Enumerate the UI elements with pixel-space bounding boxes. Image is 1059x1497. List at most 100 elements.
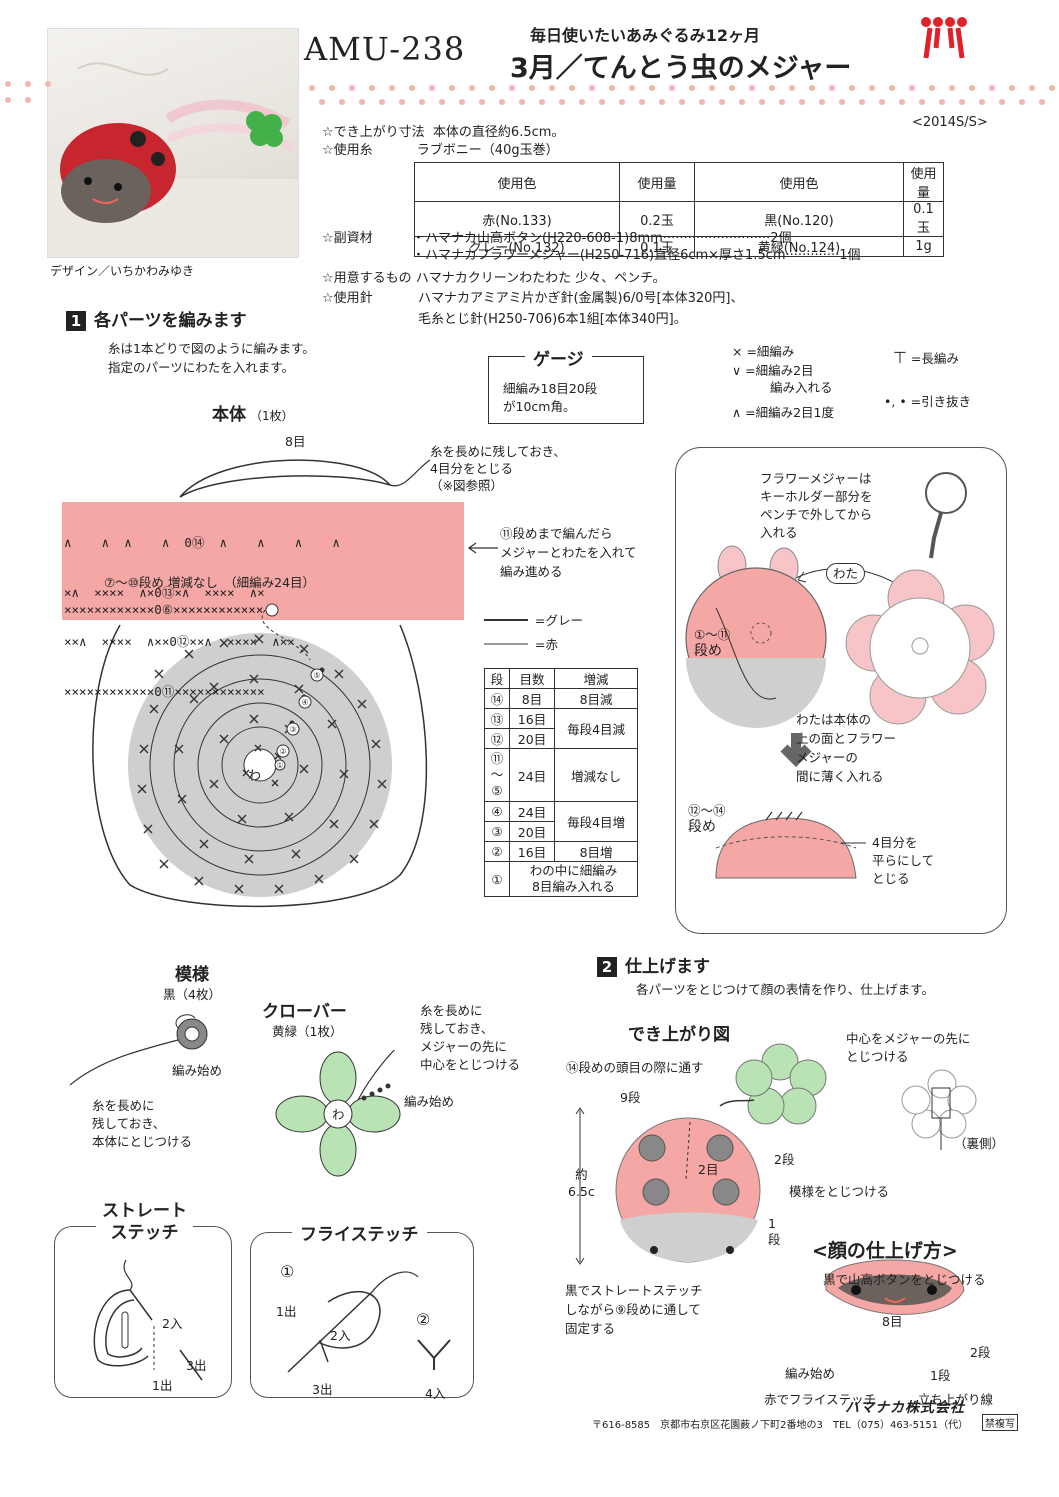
spec-tools-label: ☆用意するもの (322, 271, 412, 286)
stuffing-note: わたは本体の 上の面とフラワー メジャーの 間に薄く入れる (796, 710, 896, 786)
body-count: （1枚） (250, 409, 294, 423)
product-photo (47, 28, 299, 258)
pattern-note-line: 糸を長めに (92, 1098, 155, 1113)
yarn-cell: 0.1玉 (903, 201, 944, 237)
chart-row-14: ∧ ∧ ∧ ∧ 0⑭ ∧ ∧ ∧ ∧ (64, 535, 340, 550)
section-2-number: 2 (597, 957, 617, 977)
fly-out-1: 1出 (276, 1304, 297, 1319)
clover-note-line: 残しておき、 (420, 1021, 494, 1036)
finish-stitch-line: しながら⑨段めに通して (565, 1302, 701, 1317)
stuffing-label: わた (826, 563, 866, 584)
legend-red-line: =赤 (535, 637, 558, 652)
spec-tools-value: ハマナカクリーンわたわた 少々、ペンチ。 (415, 271, 666, 286)
stuffing-note-line: メジャーの (796, 750, 858, 765)
finish-stitch-line: 黒でストレートステッチ (565, 1283, 703, 1298)
table-row: 段目数増減 (484, 668, 638, 689)
close-note-line: 平らにして (872, 853, 935, 868)
balloon-rows2-label: ⑫～⑭ 段め (688, 802, 726, 836)
balloon-rows-line: ①～⑪ (694, 627, 731, 642)
balloon-rows-label: ①～⑪ 段め (694, 626, 730, 660)
fly-in-4: 4入 (425, 1386, 446, 1401)
finish-clover-line: 中心をメジャーの先に (846, 1031, 971, 1046)
straight-stitch-title-line: ストレート (102, 1201, 187, 1221)
row-table-cell: 24目 (508, 801, 556, 822)
chart-row-13: ×∧ ×××× ∧×0⑬×∧ ×××× ∧× (64, 584, 265, 600)
pattern-title: 模様 (175, 965, 209, 985)
straight-stitch-title-line: ステッチ (110, 1223, 179, 1243)
straight-out-1: 1出 (152, 1378, 173, 1393)
magic-ring-label: わ (248, 769, 262, 784)
finish-row2a: 2段 (774, 1152, 795, 1167)
spec-size-label: ☆でき上がり寸法 (322, 125, 425, 140)
photo-caption: デザイン／いちかわみゆき (50, 264, 195, 278)
spec-tools: ☆用意するもの ハマナカクリーンわたわた 少々、ペンチ。 (322, 270, 666, 287)
row-table-header: 増減 (554, 668, 638, 689)
yarn-header: 使用色 (694, 162, 904, 202)
finish-back-label: （裏側） (954, 1136, 1005, 1151)
legend-slip-stitch: •, • =引き抜き (884, 394, 972, 409)
legend-double-crochet-text: =長編み (910, 351, 959, 366)
finish-clover-note: 中心をメジャーの先に とじつける (846, 1030, 970, 1066)
fly-step-2: ② (416, 1310, 431, 1329)
table-row: 使用色 使用量 使用色 使用量 (414, 162, 944, 202)
stuffing-note-line: 間に薄く入れる (796, 769, 884, 784)
row-table-cell: ③ (484, 821, 510, 842)
copy-prohibited-badge: 禁複写 (982, 1414, 1018, 1431)
face-row1: 1段 (930, 1368, 951, 1383)
pattern-start: 編み始め (172, 1063, 223, 1078)
section-1-title: 各パーツを編みます (94, 311, 247, 331)
legend-decrease: ∧ =細編み2目1度 (732, 405, 835, 420)
svg-text:③: ③ (289, 725, 296, 734)
chart-row-11: ××××××××××××0⑪×××××××××××× (64, 683, 265, 699)
legend-single-crochet: × =細編み (732, 344, 795, 359)
balloon-rows2-line: 段め (688, 819, 716, 835)
yarn-cell: 黄緑(No.124) (694, 236, 904, 257)
fly-stitch-diagram (287, 1271, 451, 1373)
row-table-cell: 8目 (508, 688, 556, 709)
finish-size: 約 6.5c (568, 1166, 595, 1200)
spec-needle-1: ハマナカアミアミ片かぎ針(金属製)6/0号[本体320円]、 (418, 291, 744, 306)
body-insert-line: 編み進める (500, 564, 563, 579)
row-table-cell-line: 8目編み入れる (531, 879, 615, 894)
straight-in-2: 2入 (162, 1316, 183, 1331)
clover-diagram (275, 1050, 401, 1177)
spec-materials-label: ☆副資材 (322, 231, 373, 246)
body-insert-line: メジャーとわたを入れて (500, 545, 637, 560)
close-note: 4目分を 平らにして とじる (872, 834, 934, 888)
body-insert-line: ⑪段めまで編んだら (500, 526, 613, 541)
clover-start: 編み始め (404, 1094, 455, 1109)
pattern-note-line: 本体にとじつける (92, 1134, 193, 1149)
season-label: <2014S/S> (912, 115, 988, 130)
yarn-cell: 赤(No.133) (414, 201, 620, 237)
body-range-note: ⑦～⑩段め 増減なし （細編み24目） (104, 575, 316, 590)
straight-stitch-title: ストレート ステッチ (96, 1200, 193, 1244)
company-address: 〒616-8585 京都市右京区花園薮ノ下町2番地の3 TEL（075）463-… (592, 1420, 969, 1431)
spec-material-2: ・ハマナカフラワーメジャー(H250-716)直径6cm×厚さ1.5cm····… (412, 248, 861, 263)
yarn-cell: グレー(No.132) (414, 236, 620, 257)
body-title-text: 本体 (212, 405, 246, 425)
svg-text:⑤: ⑤ (313, 671, 320, 680)
straight-stitch-diagram (93, 1260, 203, 1381)
stuffing-note-line: わたは本体の (796, 712, 872, 727)
face-row2: 2段 (970, 1345, 991, 1360)
face-rise-line: 立ち上がり線 (918, 1392, 994, 1407)
row-table-cell-line: わの中に細編み (529, 863, 618, 878)
spec-yarn-label: ☆使用糸 (322, 143, 373, 158)
row-table-cell: 20目 (508, 728, 556, 749)
balloon-rows-line: 段め (694, 643, 722, 659)
finish-row2b: 2目 (698, 1162, 719, 1177)
spec-size: ☆でき上がり寸法 本体の直径約6.5cm。 (322, 124, 564, 141)
svg-text:④: ④ (301, 698, 308, 707)
flower-measure-note: フラワーメジャーは キーホルダー部分を ペンチで外してから 入れる (760, 470, 873, 542)
table-row: グレー(No.132) 0.1玉 黄緑(No.124) 1g (414, 236, 944, 257)
row-table-cell: ② (484, 841, 510, 862)
fly-stitch-title: フライステッチ (292, 1220, 427, 1245)
page-title: 3月／てんとう虫のメジャー (510, 53, 852, 84)
yarn-table: 使用色 使用量 使用色 使用量 赤(No.133) 0.2玉 黒(No.120)… (414, 162, 944, 257)
clover-note: 糸を長めに 残しておき、 メジャーの先に 中心をとじつける (420, 1002, 520, 1074)
product-code: AMU-238 (304, 30, 466, 68)
